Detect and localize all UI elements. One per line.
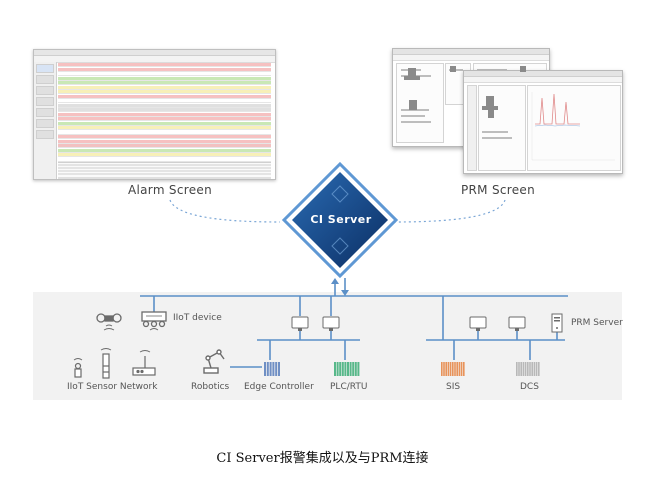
network-lines: [140, 295, 568, 368]
sis-label: SIS: [446, 382, 461, 392]
alarm-screen-thumbnail: [33, 49, 276, 180]
rack-slot: [264, 362, 266, 376]
rack-slot: [334, 362, 336, 376]
rack-slot: [529, 362, 531, 376]
dcs-icon: [516, 362, 540, 376]
rack-slot: [452, 362, 454, 376]
plc-rtu-label: PLC/RTU: [330, 382, 368, 392]
ci-server-diamond: [281, 161, 399, 279]
rack-slot: [441, 362, 443, 376]
robotics-label: Robotics: [191, 382, 230, 392]
rack-slot: [449, 362, 452, 376]
prm-server-label: PRM Server: [571, 318, 623, 328]
dcs-label: DCS: [520, 382, 539, 392]
alarm-detail-pane: [58, 162, 271, 177]
rack-slot: [454, 362, 456, 376]
rack-slot: [341, 362, 344, 376]
rack-slot: [445, 362, 447, 376]
sis-icon: [441, 362, 465, 376]
prm-screen-label: PRM Screen: [461, 183, 535, 197]
edge-controller-label: Edge Controller: [244, 382, 314, 392]
workstation-monitors: [291, 316, 526, 329]
alarm-side-menu: [34, 62, 57, 179]
rack-slot: [458, 362, 461, 376]
drone-icon: [96, 313, 122, 331]
rack-slot: [463, 362, 465, 376]
rack-slot: [538, 362, 540, 376]
rack-slot: [266, 362, 269, 376]
rack-slot: [349, 362, 352, 376]
alarm-toolbar: [34, 56, 275, 63]
network-area: [33, 292, 622, 400]
rack-slot: [443, 362, 445, 376]
level-sensor-icon: [100, 348, 112, 379]
rack-slot: [516, 362, 518, 376]
server-network-arrows: [331, 278, 349, 296]
figure-caption: CI Server报警集成以及与PRM连接: [216, 451, 429, 466]
edge-controller-icon: [264, 362, 280, 376]
prm-screen-window-front: [463, 70, 623, 174]
iiot-device-label: IIoT device: [173, 313, 222, 323]
rack-slot: [357, 362, 360, 376]
rack-slot: [456, 362, 458, 376]
rack-slot: [533, 362, 536, 376]
robotics-icon: [203, 349, 225, 374]
rack-slot: [336, 362, 339, 376]
iiot-sensor-network-label: IIoT Sensor Network: [67, 382, 158, 392]
rack-slot: [518, 362, 520, 376]
rack-slot: [354, 362, 357, 376]
prm-server-icon: [551, 313, 563, 333]
wireless-gateway-icon: [132, 350, 156, 376]
prm-screen-graphics: [404, 66, 615, 161]
rack-slot: [460, 362, 463, 376]
plc-rtu-icon: [334, 362, 360, 376]
alarm-screen-label: Alarm Screen: [128, 183, 212, 197]
alarm-titlebar: [34, 50, 275, 56]
rack-slot: [272, 362, 275, 376]
rack-slot: [347, 362, 349, 376]
rack-slot: [344, 362, 347, 376]
ci-server-label: CI Server: [310, 213, 372, 226]
rack-slot: [527, 362, 529, 376]
rack-slot: [531, 362, 533, 376]
rack-slot: [522, 362, 525, 376]
rack-slot: [520, 362, 522, 376]
rack-slot: [447, 362, 450, 376]
screen-connectors: [169, 199, 506, 223]
rack-slot: [339, 362, 342, 376]
rack-slot: [535, 362, 538, 376]
rack-slot: [278, 362, 280, 376]
temperature-sensor-icon: [73, 358, 83, 378]
rack-slot: [275, 362, 278, 376]
rover-icon: [141, 311, 167, 331]
rack-slot: [269, 362, 272, 376]
alarm-table: [58, 63, 271, 179]
rack-slot: [352, 362, 355, 376]
rack-slot: [524, 362, 527, 376]
